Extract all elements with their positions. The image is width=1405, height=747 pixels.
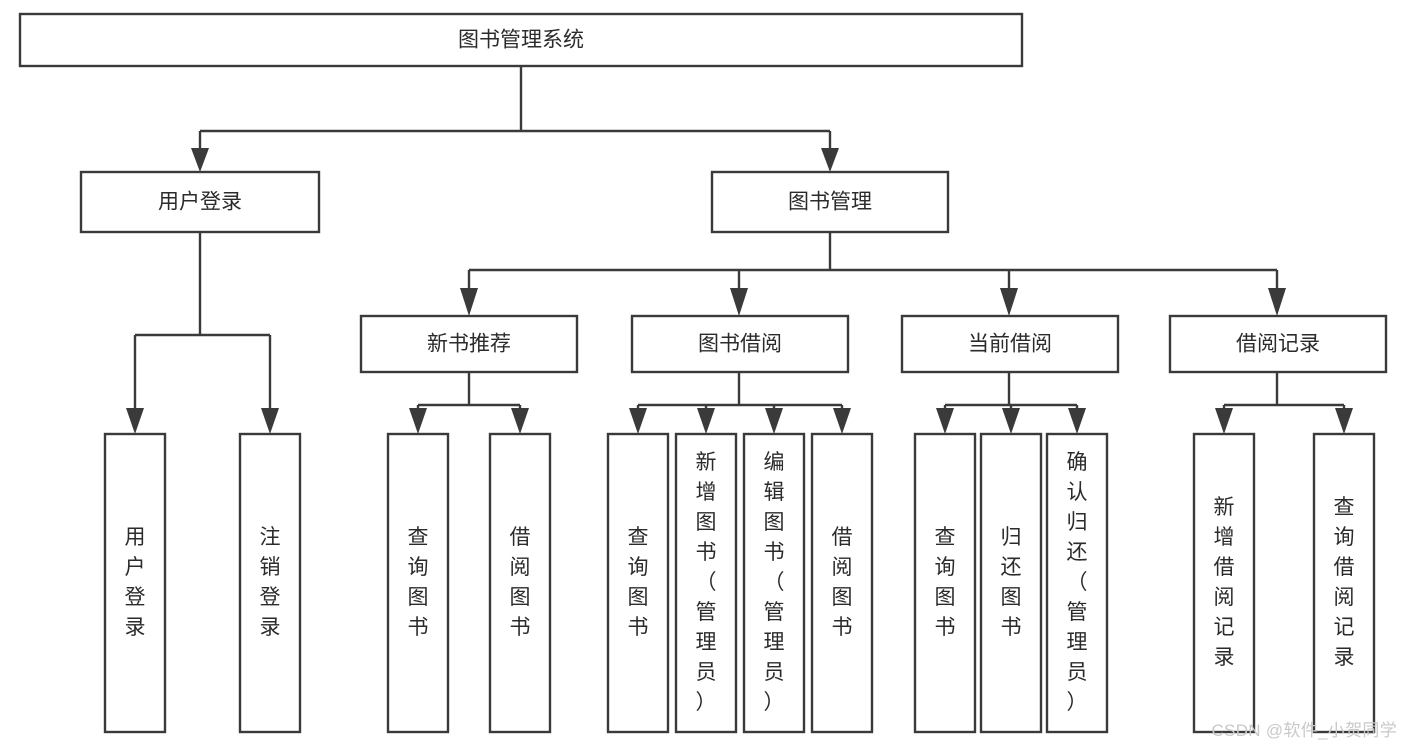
- connector-group-borrow-record: [1215, 372, 1353, 434]
- node-label-leaf-add-book: 新增图书（管理员）: [696, 451, 717, 714]
- node-leaf-borrow-book-2[interactable]: 借阅图书: [810, 432, 874, 734]
- arrow-to-book-management: [821, 148, 839, 172]
- node-book-management-system[interactable]: 图书管理系统: [18, 12, 1024, 68]
- node-label-current-borrow: 当前借阅: [968, 333, 1052, 356]
- node-box-leaf-borrow-book-1[interactable]: [488, 432, 552, 734]
- node-label-leaf-confirm-return: 确认归还（管理员）: [1067, 451, 1088, 714]
- node-box-leaf-query-book-1[interactable]: [386, 432, 450, 734]
- arrow-to-borrow-record: [1268, 288, 1286, 316]
- node-box-leaf-edit-book[interactable]: [742, 432, 806, 734]
- arrow-to-new-book-recommend: [460, 288, 478, 316]
- node-label-borrow-record: 借阅记录: [1236, 333, 1320, 356]
- node-label-book-management: 图书管理: [788, 191, 872, 214]
- arrow-to-leaf-add-book: [697, 408, 715, 434]
- node-label-book-borrow: 图书借阅: [698, 333, 782, 356]
- node-current-borrow[interactable]: 当前借阅: [900, 314, 1120, 374]
- node-label-leaf-query-book-2: 查询图书: [628, 526, 649, 639]
- node-label-leaf-add-record: 新增借阅记录: [1214, 496, 1235, 669]
- node-leaf-confirm-return[interactable]: 确认归还（管理员）: [1045, 432, 1109, 734]
- node-box-leaf-query-book-3[interactable]: [913, 432, 977, 734]
- node-label-leaf-return-book: 归还图书: [1001, 526, 1022, 639]
- connector-group-book-borrow: [629, 372, 851, 434]
- node-label-leaf-logout-login: 注销登录: [260, 526, 281, 639]
- node-box-root[interactable]: [18, 12, 1024, 68]
- node-leaf-edit-book[interactable]: 编辑图书（管理员）: [742, 432, 806, 734]
- node-label-root: 图书管理系统: [458, 29, 584, 52]
- node-leaf-logout-login[interactable]: 注销登录: [238, 432, 302, 734]
- node-box-new-book-recommend[interactable]: [359, 314, 579, 374]
- connector-group-book-management: [460, 232, 1286, 316]
- node-box-leaf-add-book[interactable]: [674, 432, 738, 734]
- node-label-leaf-query-book-1: 查询图书: [408, 526, 429, 639]
- node-box-leaf-user-login[interactable]: [103, 432, 167, 734]
- arrow-to-leaf-query-record: [1335, 408, 1353, 434]
- node-leaf-add-record[interactable]: 新增借阅记录: [1192, 432, 1256, 734]
- csdn-watermark: CSDN @软件_小贺同学: [1211, 721, 1397, 740]
- connector-group-user-login: [126, 232, 279, 434]
- connector-group-current-borrow: [936, 372, 1086, 434]
- node-label-leaf-borrow-book-1: 借阅图书: [510, 526, 531, 639]
- node-leaf-query-book-3[interactable]: 查询图书: [913, 432, 977, 734]
- node-box-leaf-borrow-book-2[interactable]: [810, 432, 874, 734]
- node-book-borrow[interactable]: 图书借阅: [630, 314, 850, 374]
- node-box-borrow-record[interactable]: [1168, 314, 1388, 374]
- arrow-to-leaf-query-book-1: [409, 408, 427, 434]
- node-book-management[interactable]: 图书管理: [710, 170, 950, 234]
- node-label-leaf-query-book-3: 查询图书: [935, 526, 956, 639]
- arrow-to-leaf-add-record: [1215, 408, 1233, 434]
- connector-group-new-book-recommend: [409, 372, 529, 434]
- node-box-leaf-logout-login[interactable]: [238, 432, 302, 734]
- node-label-new-book-recommend: 新书推荐: [427, 333, 511, 356]
- node-box-current-borrow[interactable]: [900, 314, 1120, 374]
- node-box-leaf-query-record[interactable]: [1312, 432, 1376, 734]
- node-box-book-management[interactable]: [710, 170, 950, 234]
- arrow-to-leaf-confirm-return: [1068, 408, 1086, 434]
- node-box-user-login[interactable]: [79, 170, 321, 234]
- node-box-book-borrow[interactable]: [630, 314, 850, 374]
- arrow-to-leaf-edit-book: [765, 408, 783, 434]
- node-label-user-login: 用户登录: [158, 191, 242, 214]
- node-label-leaf-query-record: 查询借阅记录: [1334, 496, 1355, 669]
- connector-group-root: [191, 66, 839, 172]
- node-leaf-query-record[interactable]: 查询借阅记录: [1312, 432, 1376, 734]
- arrow-to-leaf-borrow-book-2: [833, 408, 851, 434]
- arrow-to-leaf-query-book-3: [936, 408, 954, 434]
- node-leaf-return-book[interactable]: 归还图书: [979, 432, 1043, 734]
- node-label-leaf-user-login: 用户登录: [125, 526, 146, 639]
- node-borrow-record[interactable]: 借阅记录: [1168, 314, 1388, 374]
- arrow-to-leaf-borrow-book-1: [511, 408, 529, 434]
- node-box-leaf-add-record[interactable]: [1192, 432, 1256, 734]
- node-box-leaf-confirm-return[interactable]: [1045, 432, 1109, 734]
- node-box-leaf-return-book[interactable]: [979, 432, 1043, 734]
- arrow-to-current-borrow: [1000, 288, 1018, 316]
- node-new-book-recommend[interactable]: 新书推荐: [359, 314, 579, 374]
- node-box-leaf-query-book-2[interactable]: [606, 432, 670, 734]
- arrow-to-leaf-logout-login: [261, 408, 279, 434]
- node-user-login[interactable]: 用户登录: [79, 170, 321, 234]
- node-leaf-query-book-2[interactable]: 查询图书: [606, 432, 670, 734]
- arrow-to-leaf-query-book-2: [629, 408, 647, 434]
- node-leaf-user-login[interactable]: 用户登录: [103, 432, 167, 734]
- arrow-to-leaf-user-login: [126, 408, 144, 434]
- node-leaf-add-book[interactable]: 新增图书（管理员）: [674, 432, 738, 734]
- node-label-leaf-edit-book: 编辑图书（管理员）: [764, 451, 785, 714]
- node-leaf-query-book-1[interactable]: 查询图书: [386, 432, 450, 734]
- arrow-to-leaf-return-book: [1002, 408, 1020, 434]
- node-leaf-borrow-book-1[interactable]: 借阅图书: [488, 432, 552, 734]
- arrow-to-user-login: [191, 148, 209, 172]
- arrow-to-book-borrow: [730, 288, 748, 316]
- node-label-leaf-borrow-book-2: 借阅图书: [832, 526, 853, 639]
